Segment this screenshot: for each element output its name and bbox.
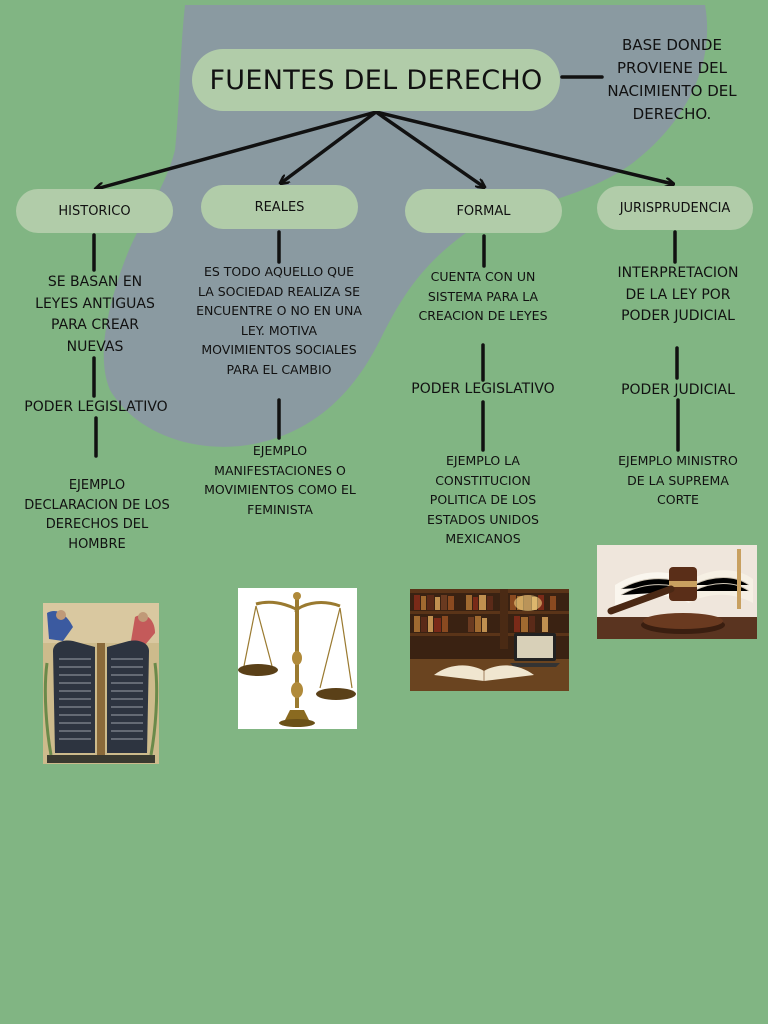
law-library-image [410,589,569,691]
base-note: BASE DONDE PROVIENE DEL NACIMIENTO DEL D… [607,36,737,123]
category-reales: REALES [201,185,358,229]
title-node: FUENTES DEL DERECHO [192,49,560,111]
arrow-jurisprudencia [374,110,673,184]
scales-of-justice-image [238,588,357,729]
jurisprudencia-power: PODER JUDICIAL [621,382,735,398]
category-label: FORMAL [456,203,511,219]
jurisprudencia-example: EJEMPLO MINISTRO DE LA SUPREMA CORTE [618,453,738,507]
category-jurisprudencia: JURISPRUDENCIA [597,186,753,230]
reales-description: ES TODO AQUELLO QUE LA SOCIEDAD REALIZA … [196,264,362,377]
category-label: JURISPRUDENCIA [619,200,731,216]
arrow-historico [96,110,378,189]
declaration-of-rights-image [43,603,159,764]
category-historico: HISTORICO [16,189,173,233]
formal-description: CUENTA CON UN SISTEMA PARA LA CREACION D… [418,269,548,323]
formal-example: EJEMPLO LA CONSTITUCION POLITICA DE LOS … [426,453,539,546]
jurisprudencia-description: INTERPRETACION DE LA LEY POR PODER JUDIC… [617,265,739,324]
historico-power: PODER LEGISLATIVO [24,399,168,415]
category-label: HISTORICO [58,203,131,219]
historico-example: EJEMPLO DECLARACION DE LOS DERECHOS DEL … [24,478,170,552]
title-text: FUENTES DEL DERECHO [209,64,543,96]
gavel-and-book-image [597,545,757,639]
historico-description: SE BASAN EN LEYES ANTIGUAS PARA CREAR NU… [35,274,155,355]
category-label: REALES [254,199,305,215]
arrow-formal [374,110,484,187]
background-blob [103,5,708,447]
category-formal: FORMAL [405,189,562,233]
formal-power: PODER LEGISLATIVO [411,381,555,397]
arrow-reales [281,110,378,183]
reales-example: EJEMPLO MANIFESTACIONES O MOVIMIENTOS CO… [204,443,356,517]
